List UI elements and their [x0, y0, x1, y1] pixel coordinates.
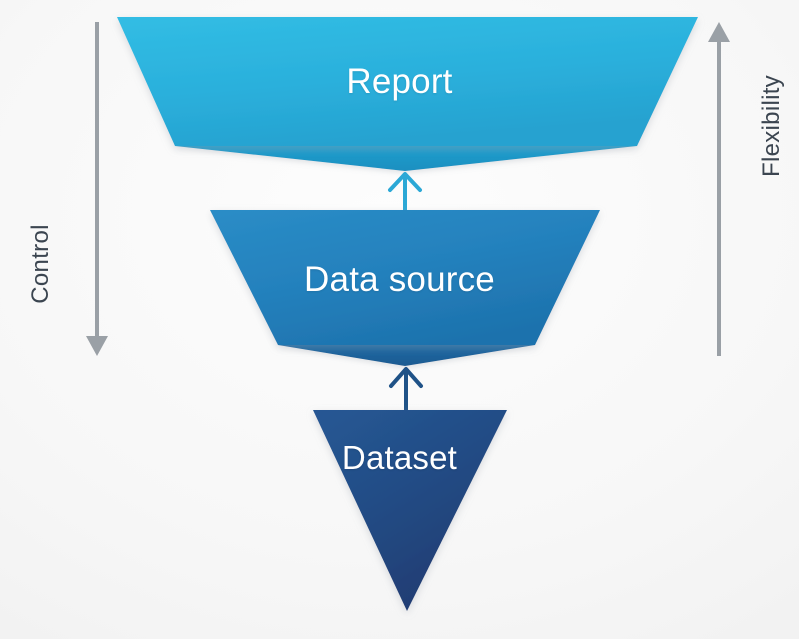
stage-dataset[interactable] — [313, 410, 507, 611]
stage-data-source[interactable] — [210, 210, 600, 366]
stage-report[interactable] — [117, 17, 698, 171]
report-shape[interactable] — [117, 17, 698, 146]
dataset-shape[interactable] — [313, 410, 507, 611]
axis-label-flexibility: Flexibility — [758, 75, 785, 177]
control-axis-arrow-icon — [86, 22, 108, 356]
arrow-up-to-data-source-icon — [389, 367, 423, 411]
data-source-fold — [278, 345, 535, 366]
axis-label-control: Control — [27, 224, 54, 304]
data-source-shape[interactable] — [210, 210, 600, 345]
report-fold — [175, 146, 637, 171]
flexibility-axis-arrow-icon — [708, 22, 730, 356]
arrow-up-to-report-icon — [388, 172, 422, 211]
